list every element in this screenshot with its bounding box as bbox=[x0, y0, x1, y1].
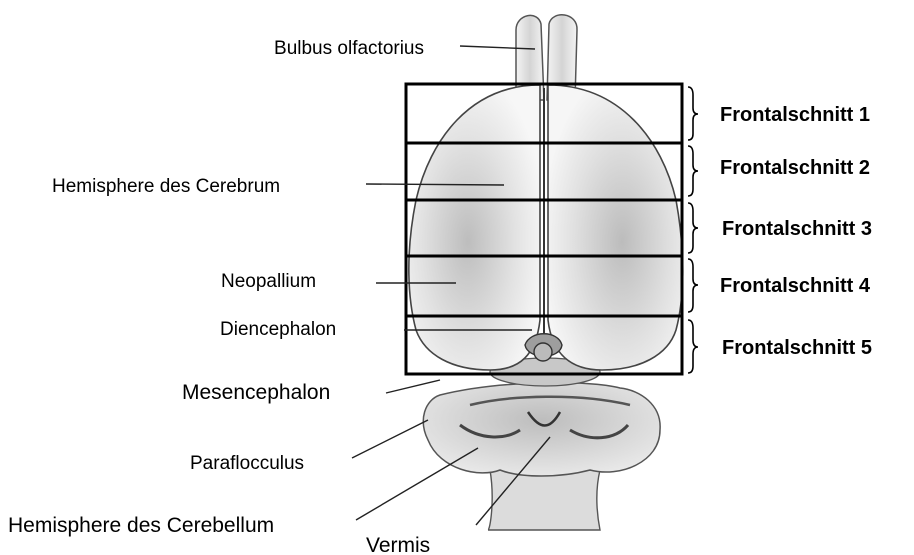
label-hemisphere-cerebrum: Hemisphere des Cerebrum bbox=[52, 176, 280, 197]
label-mesencephalon: Mesencephalon bbox=[182, 381, 330, 404]
label-diencephalon: Diencephalon bbox=[220, 319, 336, 340]
label-bulbus-olfactorius: Bulbus olfactorius bbox=[274, 38, 424, 59]
section-label-3: Frontalschnitt 3 bbox=[722, 218, 872, 240]
leader-mesencephalon bbox=[386, 380, 440, 393]
hemisphere-right bbox=[548, 85, 683, 370]
section-label-1: Frontalschnitt 1 bbox=[720, 104, 870, 126]
brace-3 bbox=[688, 203, 698, 253]
section-label-2: Frontalschnitt 2 bbox=[720, 157, 870, 179]
section-label-5: Frontalschnitt 5 bbox=[722, 337, 872, 359]
section-labels: Frontalschnitt 1 Frontalschnitt 2 Fronta… bbox=[720, 104, 872, 359]
structure-labels: Bulbus olfactorius Hemisphere des Cerebr… bbox=[8, 38, 430, 555]
brainstem bbox=[488, 470, 600, 530]
hemisphere-left bbox=[409, 85, 540, 370]
leader-paraflocculus bbox=[352, 420, 428, 458]
section-braces bbox=[688, 87, 698, 373]
leader-hemisphere-cerebrum bbox=[366, 184, 504, 185]
label-paraflocculus: Paraflocculus bbox=[190, 453, 304, 474]
brace-4 bbox=[688, 259, 698, 312]
leader-hemisphere-cerebellum bbox=[356, 448, 478, 520]
label-vermis: Vermis bbox=[366, 534, 430, 555]
section-label-4: Frontalschnitt 4 bbox=[720, 275, 871, 297]
brace-2 bbox=[688, 146, 698, 196]
brain-illustration bbox=[409, 15, 683, 530]
diencephalon-knob bbox=[534, 343, 552, 361]
brace-1 bbox=[688, 87, 698, 140]
label-hemisphere-cerebellum: Hemisphere des Cerebellum bbox=[8, 514, 274, 537]
brace-5 bbox=[688, 320, 698, 373]
label-neopallium: Neopallium bbox=[221, 271, 316, 292]
